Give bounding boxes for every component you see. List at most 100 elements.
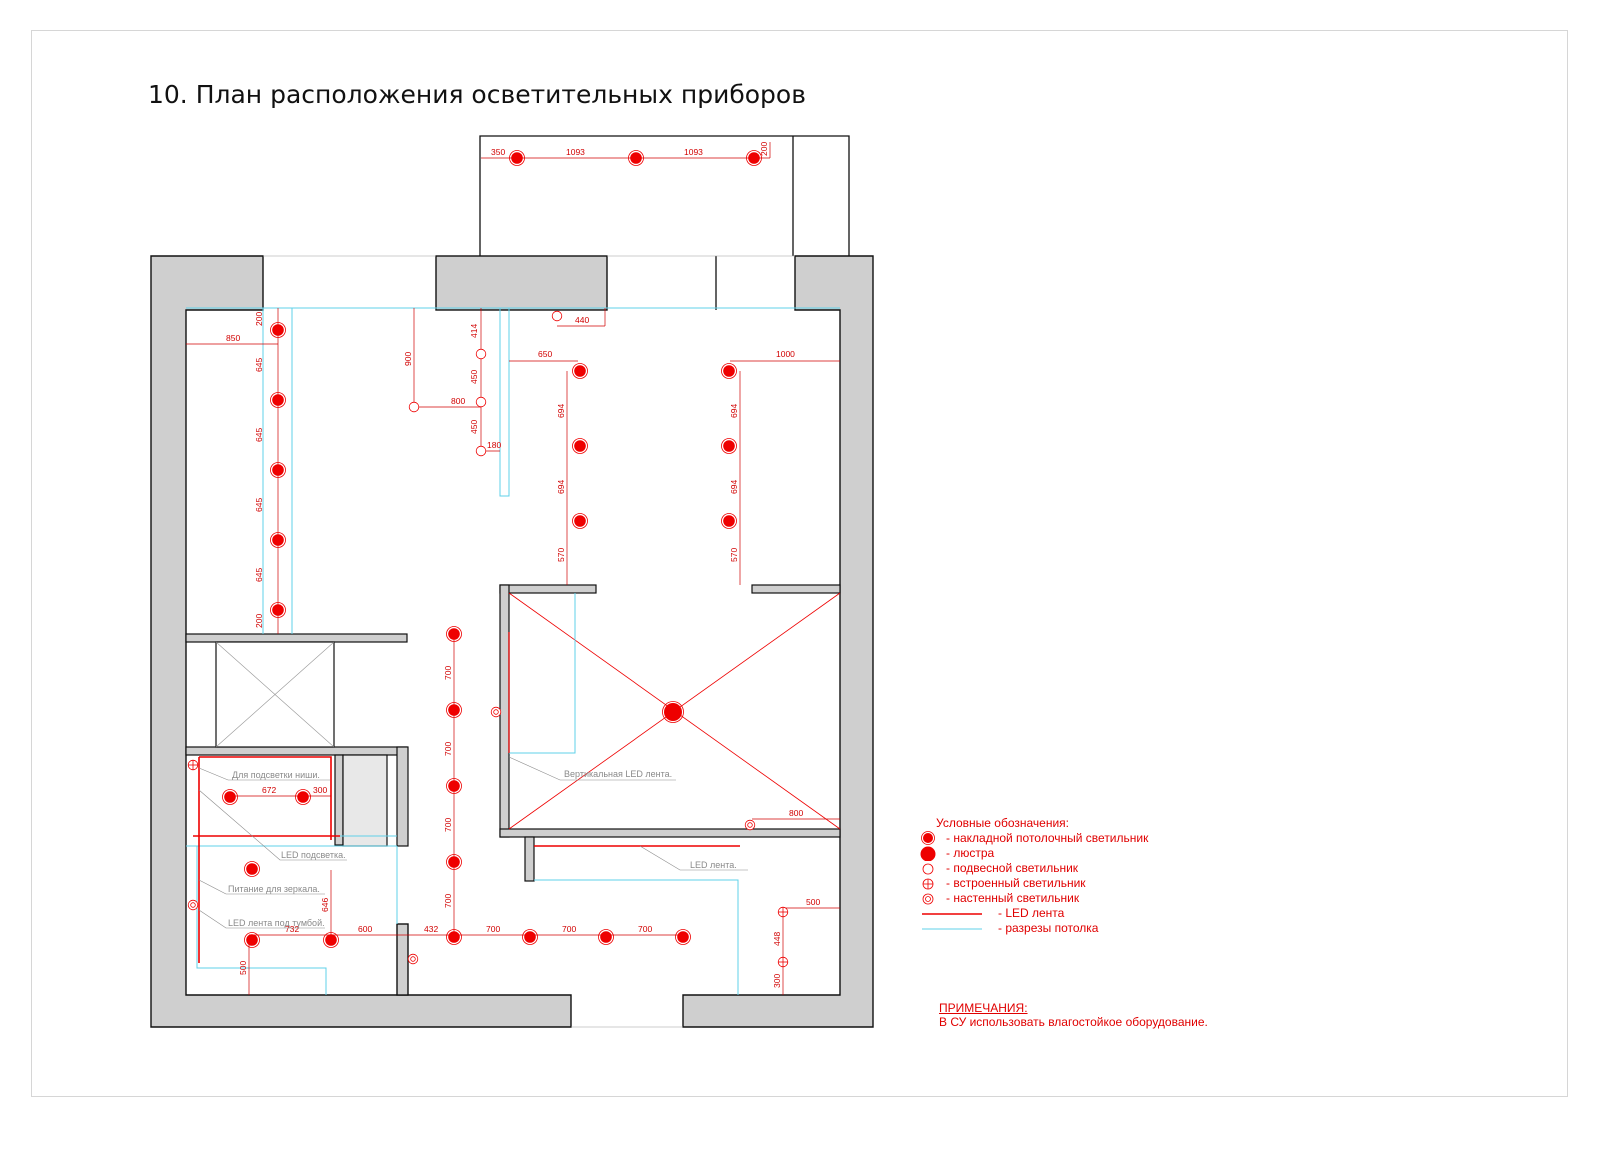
drawing-sheet xyxy=(31,30,1568,1097)
surface-ceiling-light-icon xyxy=(446,626,462,642)
dim-732: 732 xyxy=(285,924,299,934)
dim-700-v2: 700 xyxy=(443,742,453,756)
surface-ceiling-light-icon xyxy=(270,532,286,548)
surface-ceiling-light-icon xyxy=(446,778,462,794)
dim-800-b: 800 xyxy=(789,808,803,818)
dim-700-v1: 700 xyxy=(443,666,453,680)
ceiling-cut-line-icon xyxy=(922,928,982,930)
wall-light-icon xyxy=(187,899,199,911)
partition-pillar xyxy=(342,754,388,847)
surface-ceiling-light-icon xyxy=(446,854,462,870)
legend-label-led: - LED лента xyxy=(998,906,1065,920)
dim-1000: 1000 xyxy=(776,349,795,359)
recessed-light-icon xyxy=(777,906,789,918)
legend-item-cut: - разрезы потолка xyxy=(920,921,1098,936)
surface-ceiling-light-icon xyxy=(244,861,260,877)
thin-lines xyxy=(263,135,850,1028)
surface-ceiling-light-icon xyxy=(446,702,462,718)
left-wall xyxy=(150,255,572,1028)
pendant-light-icon xyxy=(475,348,487,360)
surface-ceiling-light-icon xyxy=(572,363,588,379)
dim-600: 600 xyxy=(358,924,372,934)
partition-right-bath xyxy=(396,746,409,847)
surface-ceiling-light-icon xyxy=(509,150,525,166)
surface-ceiling-light-icon xyxy=(270,392,286,408)
partition-mid-bath xyxy=(185,746,408,756)
dim-850: 850 xyxy=(226,333,240,343)
wall-light-icon xyxy=(407,953,419,965)
surface-ceiling-light-icon xyxy=(721,363,737,379)
recessed-light-icon xyxy=(187,759,199,771)
led-strips xyxy=(193,632,740,963)
surface-ceiling-light-icon xyxy=(270,462,286,478)
legend-item-chandelier: - люстра xyxy=(920,846,1069,861)
page-title: 10. План расположения осветительных приб… xyxy=(148,80,806,109)
recessed-light-icon xyxy=(777,956,789,968)
dimension-lines xyxy=(186,142,840,995)
wardrobe-left xyxy=(499,584,510,838)
pendant-light-icon xyxy=(475,445,487,457)
surface-ceiling-light-icon xyxy=(675,929,691,945)
surface-ceiling-light-icon xyxy=(522,929,538,945)
surface-ceiling-light-icon xyxy=(746,150,762,166)
dim-200-b: 200 xyxy=(254,614,264,628)
dim-570-b: 570 xyxy=(729,548,739,562)
annotation-led-under-cabinet: LED лента под тумбой. xyxy=(228,918,325,928)
light-fixtures xyxy=(187,150,789,968)
dim-500-a: 500 xyxy=(238,961,248,975)
dim-180: 180 xyxy=(487,440,501,450)
legend-label-recessed: - встроенный светильник xyxy=(946,876,1086,890)
dim-650: 650 xyxy=(538,349,552,359)
pendant-light-icon xyxy=(551,310,563,322)
annotations: Для подсветки ниши. LED подсветка. Питан… xyxy=(198,756,748,929)
pendant-light-icon xyxy=(408,401,420,413)
legend-item-led: - LED лента xyxy=(920,906,1069,921)
wardrobe-top-left xyxy=(499,584,597,594)
wardrobe-bottom xyxy=(499,828,841,838)
legend-item-pendant: - подвесной светильник xyxy=(920,861,1078,876)
balcony-outline xyxy=(479,135,850,256)
chandelier-icon xyxy=(662,701,684,723)
dim-300-a: 300 xyxy=(313,785,327,795)
dim-694-b: 694 xyxy=(556,480,566,494)
pendant-light-icon xyxy=(475,396,487,408)
legend-label-surface: - накладной потолочный светильник xyxy=(946,831,1149,845)
surface-ceiling-light-icon xyxy=(921,831,935,845)
dim-645-b: 645 xyxy=(254,428,264,442)
dim-645-d: 645 xyxy=(254,568,264,582)
partition-top-bath xyxy=(185,633,408,643)
recessed-light-icon xyxy=(922,878,934,890)
wall-light-icon xyxy=(490,706,502,718)
pendant-light-icon xyxy=(922,863,934,875)
dim-700-v4: 700 xyxy=(443,894,453,908)
wall-light-icon xyxy=(922,893,934,905)
partition-stub xyxy=(334,754,344,846)
wardrobe-leg xyxy=(524,836,535,882)
dim-414: 414 xyxy=(469,324,479,338)
walls xyxy=(150,255,874,1028)
dim-200-top: 200 xyxy=(759,142,769,156)
annotation-led-backlight: LED подсветка. xyxy=(281,850,346,860)
surface-ceiling-light-icon xyxy=(244,932,260,948)
surface-ceiling-light-icon xyxy=(721,438,737,454)
surface-ceiling-light-icon xyxy=(598,929,614,945)
surface-ceiling-light-icon xyxy=(721,513,737,529)
wall-light-icon xyxy=(744,819,756,831)
dim-700-v3: 700 xyxy=(443,818,453,832)
dim-500-b: 500 xyxy=(806,897,820,907)
surface-ceiling-light-icon xyxy=(446,929,462,945)
dim-700-h2: 700 xyxy=(562,924,576,934)
legend-title: Условные обозначения: xyxy=(936,816,1069,830)
dim-350: 350 xyxy=(491,147,505,157)
dim-645-c: 645 xyxy=(254,498,264,512)
legend-label-pendant: - подвесной светильник xyxy=(946,861,1079,875)
dim-694-d: 694 xyxy=(729,480,739,494)
dim-450-b: 450 xyxy=(469,420,479,434)
legend-item-recessed: - встроенный светильник xyxy=(920,876,1086,891)
dim-432: 432 xyxy=(424,924,438,934)
wardrobe-top-right xyxy=(751,584,841,594)
annotation-niche-light: Для подсветки ниши. xyxy=(232,770,320,780)
led-strip-line-icon xyxy=(922,913,982,915)
legend-item-wall: - настенный светильник xyxy=(920,891,1079,906)
